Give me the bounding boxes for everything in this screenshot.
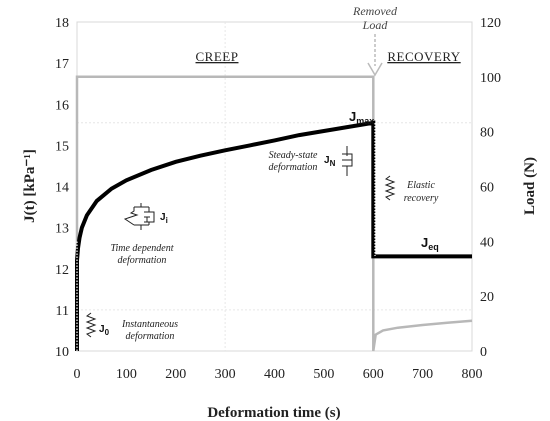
steady-state-note-line1: Steady-state xyxy=(269,150,318,161)
x-axis-title: Deformation time (s) xyxy=(207,405,340,421)
jmax-label: Jmax xyxy=(349,109,374,126)
x-tick-label: 500 xyxy=(313,367,334,382)
x-tick-label: 600 xyxy=(363,367,384,382)
kelvin-voigt-icon xyxy=(123,203,155,230)
left-y-tick-label: 17 xyxy=(55,57,69,72)
x-tick-label: 100 xyxy=(116,367,137,382)
elastic-note-line1: Elastic xyxy=(406,180,435,191)
time-dependent-note-line1: Time dependent xyxy=(110,243,173,254)
instantaneous-note-line2: deformation xyxy=(126,331,175,342)
compliance-series-line xyxy=(75,120,472,351)
jn-label: JN xyxy=(324,155,336,168)
elastic-spring-icon xyxy=(384,175,396,201)
x-tick-label: 200 xyxy=(165,367,186,382)
instantaneous-note-line1: Instantaneous xyxy=(121,319,178,330)
left-y-tick-label: 14 xyxy=(55,181,69,196)
left-y-axis-title: J(t) [kPa⁻¹] xyxy=(22,149,38,223)
left-y-tick-label: 16 xyxy=(55,98,69,113)
elastic-note-line2: recovery xyxy=(404,193,439,204)
jeq-label: Jeq xyxy=(421,235,439,252)
left-y-tick-label: 12 xyxy=(55,263,69,278)
right-y-tick-label: 120 xyxy=(480,16,501,31)
j0-label: J0 xyxy=(99,324,110,337)
steady-state-note-line2: deformation xyxy=(269,162,318,173)
x-tick-label: 0 xyxy=(74,367,81,382)
x-tick-label: 700 xyxy=(412,367,433,382)
right-y-tick-label: 40 xyxy=(480,235,494,250)
right-y-tick-label: 0 xyxy=(480,345,487,360)
right-y-tick-label: 20 xyxy=(480,290,494,305)
right-y-axis-title: Load (N) xyxy=(522,157,538,215)
removed-load-label-line2: Load xyxy=(362,18,389,32)
dashpot-icon xyxy=(342,146,353,176)
time-dependent-note-line2: deformation xyxy=(118,255,167,266)
right-y-tick-label: 100 xyxy=(480,71,501,86)
spring-icon xyxy=(85,312,97,338)
load-series-line xyxy=(75,75,473,352)
left-y-tick-labels: 10 11 12 13 14 15 16 17 18 xyxy=(55,16,69,360)
grid xyxy=(77,22,472,351)
x-tick-label: 300 xyxy=(215,367,236,382)
left-y-tick-label: 10 xyxy=(55,345,69,360)
right-y-tick-labels: 0 20 40 60 80 100 120 xyxy=(480,16,501,360)
ji-label: Ji xyxy=(160,212,168,225)
left-y-tick-label: 13 xyxy=(55,222,69,237)
x-tick-label: 400 xyxy=(264,367,285,382)
left-y-tick-label: 18 xyxy=(55,16,69,31)
removed-load-label-line1: Removed xyxy=(352,4,398,18)
x-tick-label: 800 xyxy=(462,367,483,382)
right-y-tick-label: 60 xyxy=(480,181,494,196)
right-y-tick-label: 80 xyxy=(480,126,494,141)
creep-phase-label: CREEP xyxy=(196,49,239,64)
left-y-tick-label: 11 xyxy=(56,304,69,319)
recovery-phase-label: RECOVERY xyxy=(387,49,460,64)
left-y-tick-label: 15 xyxy=(55,139,69,154)
removed-load-arrow-head xyxy=(367,62,383,77)
x-tick-labels: 0 100 200 300 400 500 600 700 800 xyxy=(74,367,483,382)
